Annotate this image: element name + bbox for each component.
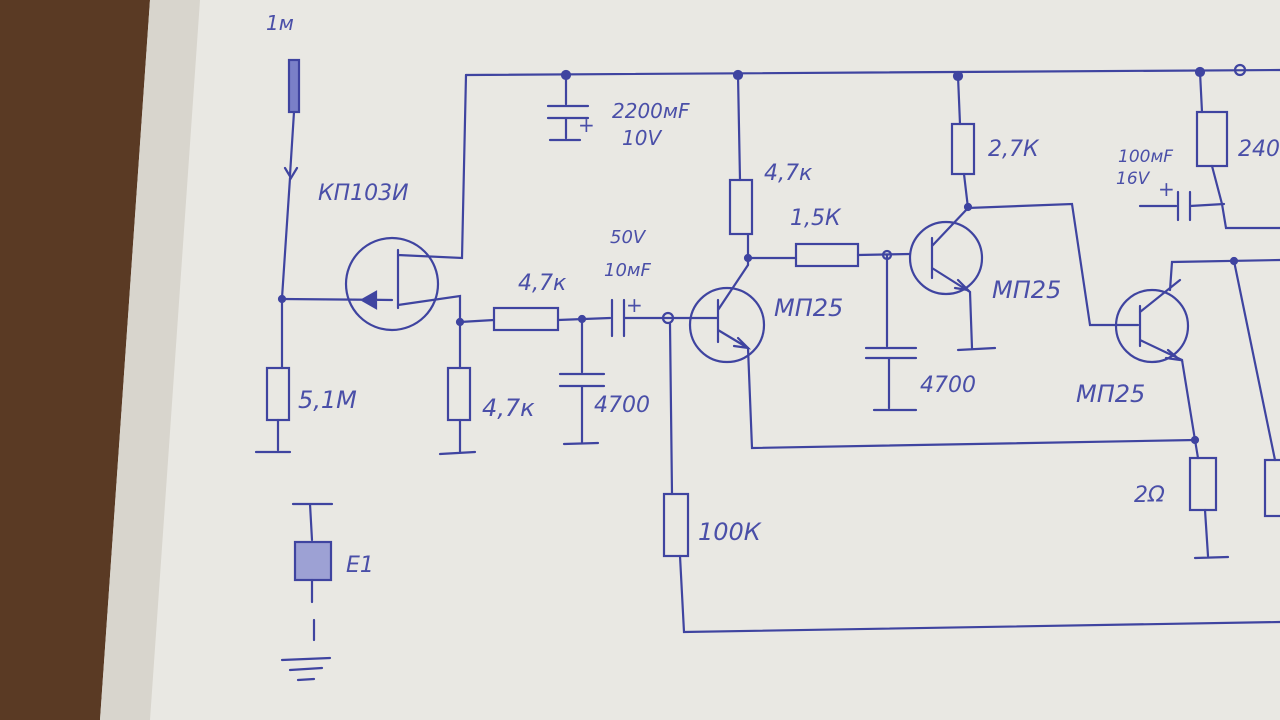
- label-c-supply-capacitance: 2200мF: [612, 99, 690, 123]
- emitter-ground: [1193, 508, 1230, 560]
- output-resistor: [1263, 458, 1280, 518]
- supply-terminal: [1233, 63, 1247, 77]
- rail-resistor-out: [1210, 164, 1280, 230]
- polarity-marks: + + +: [578, 113, 1175, 317]
- transistor-2-emitter-ground: [956, 290, 997, 352]
- antenna-symbol: [287, 58, 301, 114]
- label-fet: КП103И: [318, 181, 409, 206]
- component-labels: 1м КП103И 5,1М 4,7к 4,7к 4700 50V 10мF 2…: [266, 11, 1280, 578]
- transistor-2-leads: [930, 206, 972, 294]
- label-r-gate: 5,1М: [298, 386, 357, 414]
- paper-sheet: [100, 0, 1280, 720]
- paper-edge: [100, 0, 200, 720]
- transistor-3-leads: [1138, 278, 1184, 362]
- emitter-resistor: [1188, 456, 1218, 512]
- feedback-wire: [668, 322, 674, 496]
- collector-2-node: [963, 202, 973, 212]
- label-c-shunt-2: 4700: [920, 373, 976, 398]
- collector-2-wire: [956, 74, 962, 126]
- collector-1-wire: [736, 73, 742, 182]
- earphone-ground: [280, 578, 332, 682]
- label-r-feedback: 100К: [698, 518, 762, 546]
- emitter-3-wire: [1193, 438, 1200, 460]
- fet-gate: [280, 290, 394, 310]
- shunt-capacitor-2: [864, 253, 918, 412]
- label-transistor-2: МП25: [992, 276, 1061, 304]
- coupling-capacitor: [610, 298, 670, 338]
- transistor-3-symbol: [1114, 288, 1190, 364]
- label-earphone: Е1: [346, 553, 374, 578]
- series-wire-a: [458, 318, 496, 324]
- transistor-3-wiring: [1168, 258, 1280, 442]
- earphone-lead-top: [291, 502, 334, 542]
- output-capacitor: [1138, 190, 1226, 222]
- transistor-1-leads: [666, 263, 752, 350]
- source-ground: [438, 418, 477, 456]
- collector-1-resistor: [728, 178, 754, 236]
- label-r-series: 4,7к: [518, 271, 567, 296]
- collector-2-to-base-3: [962, 172, 1140, 327]
- circuit-wiring: [254, 58, 1280, 682]
- label-antenna: 1м: [266, 11, 294, 35]
- label-r-base-2: 1,5К: [790, 206, 842, 231]
- label-r-collector-2: 2,7К: [988, 137, 1040, 162]
- label-r-240: 240: [1238, 137, 1280, 162]
- shunt-capacitor-1: [558, 317, 606, 446]
- label-r-collector-1: 4,7к: [764, 161, 813, 186]
- label-transistor-3: МП25: [1076, 380, 1145, 408]
- transistor-2-symbol: [908, 220, 984, 296]
- supply-cap-plus: +: [578, 113, 595, 137]
- coupling-cap-plus: +: [626, 293, 643, 317]
- fet-symbol: [344, 236, 440, 332]
- top-rail: [464, 68, 1280, 77]
- earphone-symbol: [293, 540, 333, 582]
- feedback-resistor: [662, 492, 690, 558]
- fet-channel: [396, 73, 468, 324]
- feedback-return: [678, 554, 1280, 634]
- label-r-emitter: 2Ω: [1134, 483, 1165, 508]
- label-c-output-capacitance: 100мF: [1118, 147, 1173, 167]
- label-transistor-1: МП25: [774, 294, 843, 322]
- label-c-shunt-1: 4700: [594, 393, 650, 418]
- label-c-output-voltage: 16V: [1116, 169, 1151, 189]
- label-c-coupling-voltage: 50V: [610, 227, 647, 248]
- label-r-source: 4,7к: [482, 394, 535, 422]
- gate-resistor-ground: [254, 418, 292, 454]
- output-cap-plus: +: [1158, 177, 1175, 201]
- supply-capacitor: [546, 73, 590, 142]
- label-c-supply-voltage: 10V: [622, 126, 662, 150]
- output-wire: [1232, 259, 1277, 462]
- transistor-1-symbol: [688, 286, 766, 364]
- label-c-coupling-capacitance: 10мF: [604, 260, 651, 281]
- rail-resistor-wire: [1198, 70, 1204, 114]
